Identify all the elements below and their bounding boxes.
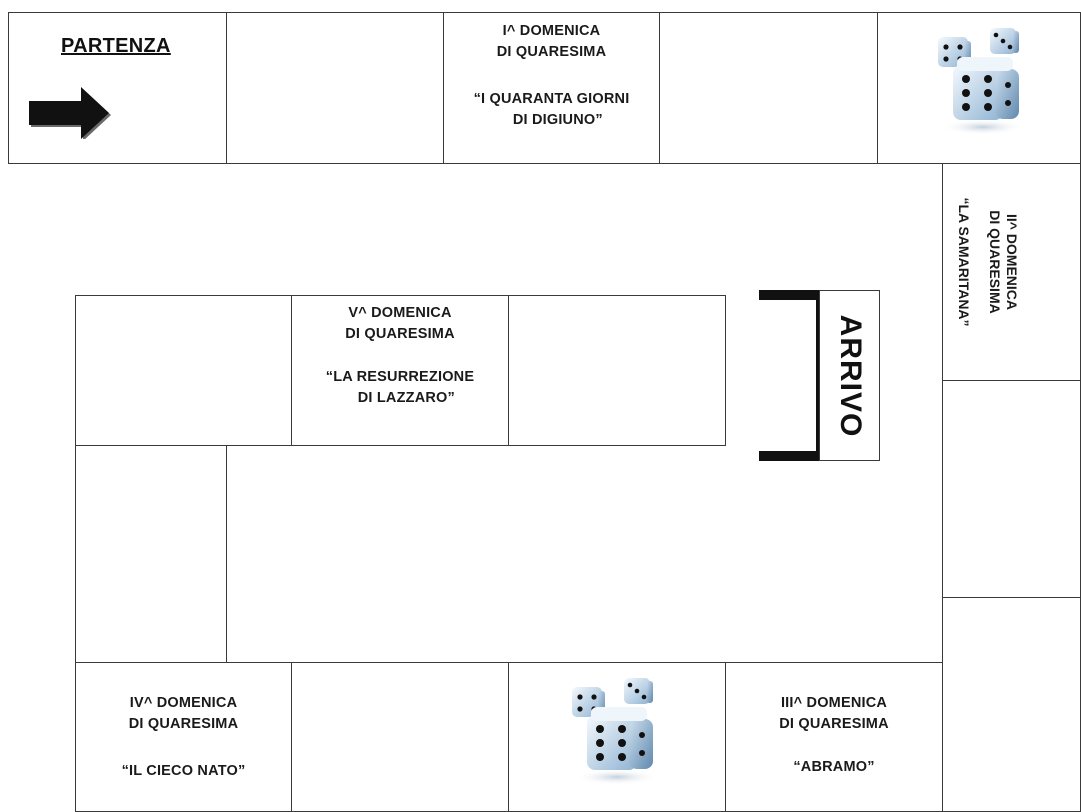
board-cell xyxy=(942,597,1081,812)
board-cell-sunday-2: II^ DOMENICA DI QUARESIMA “LA SAMARITANA… xyxy=(942,163,1081,381)
board-cell xyxy=(291,662,509,812)
board-cell xyxy=(75,295,292,446)
board-cell-dice xyxy=(508,662,726,812)
board-cell-sunday-4: IV^ DOMENICA DI QUARESIMA “IL CIECO NATO… xyxy=(75,662,292,812)
sunday-3-theme: “ABRAMO” xyxy=(793,759,875,775)
dice-icon xyxy=(938,28,1025,135)
board-cell xyxy=(942,380,1081,598)
sunday-5-subtitle: DI QUARESIMA xyxy=(345,326,455,342)
dice-icon xyxy=(572,678,659,785)
sunday-5-theme: “LA RESURREZIONE DI LAZZARO” xyxy=(325,369,475,406)
sunday-3-title: III^ DOMENICA xyxy=(780,695,888,711)
board-cell-dice xyxy=(877,12,1081,164)
board-cell xyxy=(226,12,444,164)
finish-cell: ARRIVO xyxy=(819,290,880,461)
finish-bracket-top xyxy=(759,290,820,300)
board-cell-sunday-3: III^ DOMENICA DI QUARESIMA “ABRAMO” xyxy=(725,662,943,812)
sunday-4-title: IV^ DOMENICA xyxy=(129,695,238,711)
finish-bracket-side xyxy=(816,290,820,461)
board-cell-sunday-1: I^ DOMENICA DI QUARESIMA “I QUARANTA GIO… xyxy=(443,12,660,164)
sunday-1-subtitle: DI QUARESIMA xyxy=(496,44,607,60)
board-cell xyxy=(508,295,726,446)
board-cell xyxy=(75,445,227,663)
right-arrow-icon xyxy=(29,87,111,139)
sunday-2-subtitle: DI QUARESIMA xyxy=(987,210,1003,314)
sunday-4-theme: “IL CIECO NATO” xyxy=(121,763,246,779)
sunday-2-title: II^ DOMENICA xyxy=(1004,213,1020,311)
sunday-1-title: I^ DOMENICA xyxy=(502,23,601,39)
sunday-3-subtitle: DI QUARESIMA xyxy=(779,716,889,732)
board-cell-sunday-5: V^ DOMENICA DI QUARESIMA “LA RESURREZION… xyxy=(291,295,509,446)
start-label: PARTENZA xyxy=(61,35,171,57)
sunday-4-subtitle: DI QUARESIMA xyxy=(128,716,239,732)
sunday-2-theme: “LA SAMARITANA” xyxy=(956,197,972,327)
finish-label: ARRIVO xyxy=(833,314,867,437)
board-cell xyxy=(659,12,878,164)
sunday-1-theme: “I QUARANTA GIORNI DI DIGIUNO” xyxy=(473,91,630,128)
finish-bracket-bottom xyxy=(759,451,820,461)
sunday-5-title: V^ DOMENICA xyxy=(348,305,452,321)
board-cell-start: PARTENZA xyxy=(8,12,227,164)
